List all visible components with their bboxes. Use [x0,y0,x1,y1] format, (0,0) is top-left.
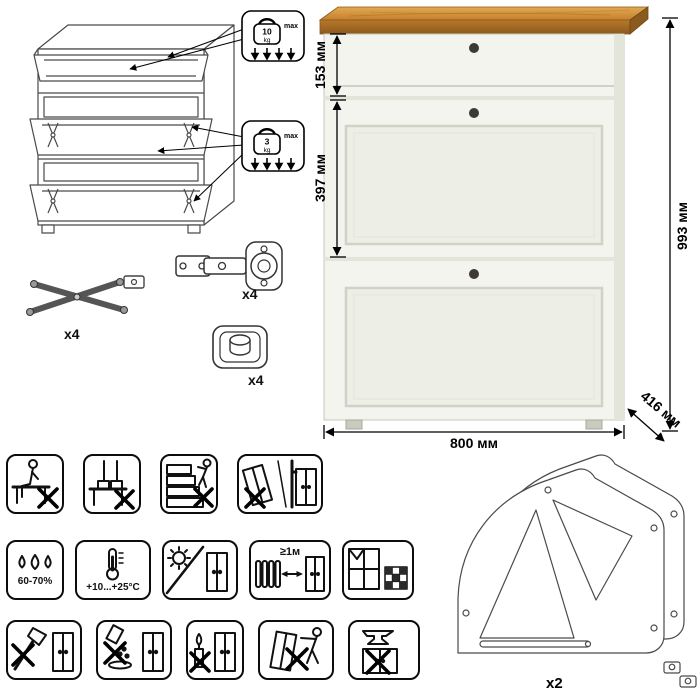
pictogram-no-flame [186,620,244,680]
heat-distance-label: ≥1м [280,546,300,558]
mechanism-count: x2 [546,675,563,692]
pictogram-no-climbing [160,454,218,514]
pictogram-heat-distance: ≥1м [249,540,331,600]
humidity-label: 60-70% [17,576,53,587]
dimension-depth: 416 мм [627,388,685,442]
no-flame-icon [189,632,236,673]
cabinet-foot [345,419,363,430]
mechanism-frames-drawing: x2 [457,454,697,692]
flap2-knob [469,269,479,279]
pictogram-no-sitting [6,454,64,514]
mechanism-small-brackets [663,661,697,688]
pictogram-no-sharp-tools [6,620,82,680]
weight-limit-badge-drawer: 10 kg max [241,10,305,62]
thermometer-icon [106,548,124,581]
pictogram-no-pushing [258,620,334,680]
weight-unit: kg [264,37,271,44]
no-climbing-icon [166,458,214,508]
flap1-knob [469,108,479,118]
pictogram-no-sunlight [162,540,238,600]
pictogram-row-3 [6,620,436,680]
svg-text:397 мм: 397 мм [312,154,328,202]
wireframe-cabinet-drawing: 10 kg max 3 kg max [29,10,305,234]
no-heavy-load-icon [362,630,398,675]
no-axe-icon [11,627,74,672]
svg-text:800 мм: 800 мм [450,435,498,450]
drawer-knob [469,43,479,53]
pictogram-temperature: +10...+25°C [75,540,151,600]
cabinet-body [323,33,625,430]
pictogram-anchor-to-wall [237,454,323,514]
max-label: max [284,23,298,30]
svg-text:153 мм: 153 мм [312,41,328,89]
wireframe-cabinet-body [29,24,235,234]
down-arrows-icon [250,158,296,171]
pictogram-row-2: 60-70% +10...+25°C [6,540,436,600]
callout-lines [129,28,245,202]
weight-value: 10 [262,27,272,37]
cabinet-render: 153 мм 397 мм 993 мм 800 мм 416 мм [312,6,690,450]
foot-icon [212,325,268,369]
lift-stay-count: x4 [64,326,80,342]
pictogram-no-liquids [96,620,172,680]
weight-value: 3 [265,137,270,147]
pictogram-ventilation [342,540,414,600]
hinge-icon [175,241,283,291]
mesh-cells [385,567,407,589]
weight-unit: kg [264,147,271,154]
pictogram-humidity: 60-70% [6,540,64,600]
dimension-flap-height: 397 мм [312,99,346,258]
window-ventilation-icon [348,548,408,590]
cabinet-wood-top [318,6,650,35]
temperature-label: +10...+25°C [86,582,140,593]
anchor-to-wall-icon [241,459,317,509]
no-sitting-icon [11,459,59,509]
humidity-droplets-icon [18,554,52,570]
pictogram-row-1 [6,454,436,514]
care-pictogram-grid: 60-70% +10...+25°C [6,452,436,680]
pictogram-no-standing [83,454,141,514]
max-label: max [284,133,298,140]
mechanism-frame-front [457,468,665,654]
dimension-drawer-height: 153 мм [312,33,346,97]
pictogram-no-heavy-load [348,620,420,680]
dimension-width: 800 мм [323,425,625,450]
no-standing-icon [88,460,135,510]
weight-limit-badge-flap: 3 kg max [241,120,305,172]
hinge-count: x4 [242,286,258,302]
down-arrows-icon [250,48,296,61]
dimension-total-height: 993 мм [662,17,690,432]
svg-text:993 мм: 993 мм [674,202,690,250]
no-sunlight-icon [165,545,228,595]
no-pushing-icon [269,627,322,672]
heat-distance-icon: ≥1м [255,546,325,592]
foot-count: x4 [248,372,264,388]
cabinet-foot [585,419,603,430]
lift-stay-icon [26,275,145,316]
no-liquids-icon [103,624,164,672]
